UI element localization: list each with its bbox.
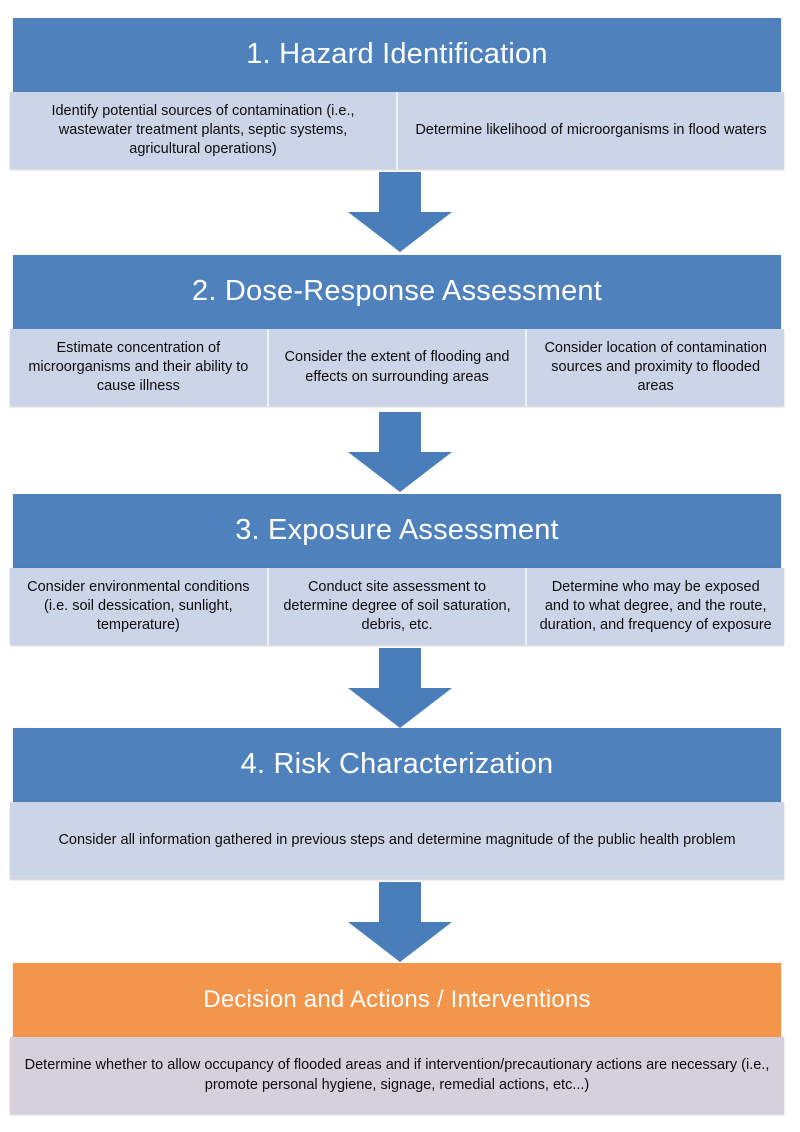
stage-4-body: Consider all information gathered in pre… [10,802,784,879]
stage-5-body: Determine whether to allow occupancy of … [10,1037,784,1114]
stage-1-body: Identify potential sources of contaminat… [10,92,784,169]
down-arrow-icon [348,412,452,492]
stage-4-cell-1: Consider all information gathered in pre… [10,802,784,879]
stage-2-cell-1: Estimate concentration of microorganisms… [10,329,269,406]
stage-3-cell-2: Conduct site assessment to determine deg… [269,568,528,645]
stage-hazard-identification: 1. Hazard Identification Identify potent… [10,18,784,169]
down-arrow-icon [348,172,452,252]
arrow-1-to-2 [348,172,452,252]
stage-2-cell-3: Consider location of contamination sourc… [527,329,784,406]
stage-3-cell-3: Determine who may be exposed and to what… [527,568,784,645]
stage-5-title: Decision and Actions / Interventions [13,963,781,1037]
arrow-4-to-5 [348,882,452,962]
stage-5-cell-1: Determine whether to allow occupancy of … [10,1037,784,1114]
stage-1-cell-1: Identify potential sources of contaminat… [10,92,398,169]
stage-3-cell-2-text: Conduct site assessment to determine deg… [283,578,511,634]
stage-dose-response-assessment: 2. Dose-Response Assessment Estimate con… [10,255,784,406]
stage-3-cell-1-text: Consider environmental conditions (i.e. … [27,578,250,634]
stage-3-body: Consider environmental conditions (i.e. … [10,568,784,645]
stage-2-cell-2: Consider the extent of flooding and effe… [269,329,528,406]
stage-4-cell-1-text: Consider all information gathered in pre… [58,831,736,848]
stage-decision-and-actions: Decision and Actions / Interventions Det… [10,963,784,1114]
arrow-2-to-3 [348,412,452,492]
stage-1-cell-1-text: Identify potential sources of contaminat… [51,102,355,158]
stage-1-cell-2-text: Determine likelihood of microorganisms i… [415,121,767,138]
stage-5-cell-1-text: Determine whether to allow occupancy of … [24,1057,770,1093]
stage-exposure-assessment: 3. Exposure Assessment Consider environm… [10,494,784,645]
stage-1-title: 1. Hazard Identification [13,18,781,92]
down-arrow-icon [348,648,452,728]
stage-2-cell-1-text: Estimate concentration of microorganisms… [28,339,249,395]
stage-3-cell-1: Consider environmental conditions (i.e. … [10,568,269,645]
stage-2-cell-3-text: Consider location of contamination sourc… [544,339,767,395]
stage-4-title: 4. Risk Characterization [13,728,781,802]
arrow-3-to-4 [348,648,452,728]
down-arrow-icon [348,882,452,962]
stage-2-body: Estimate concentration of microorganisms… [10,329,784,406]
stage-3-title: 3. Exposure Assessment [13,494,781,568]
stage-1-cell-2: Determine likelihood of microorganisms i… [398,92,784,169]
stage-2-title: 2. Dose-Response Assessment [13,255,781,329]
stage-2-cell-2-text: Consider the extent of flooding and effe… [284,349,510,385]
stage-risk-characterization: 4. Risk Characterization Consider all in… [10,728,784,879]
stage-3-cell-3-text: Determine who may be exposed and to what… [539,578,772,634]
